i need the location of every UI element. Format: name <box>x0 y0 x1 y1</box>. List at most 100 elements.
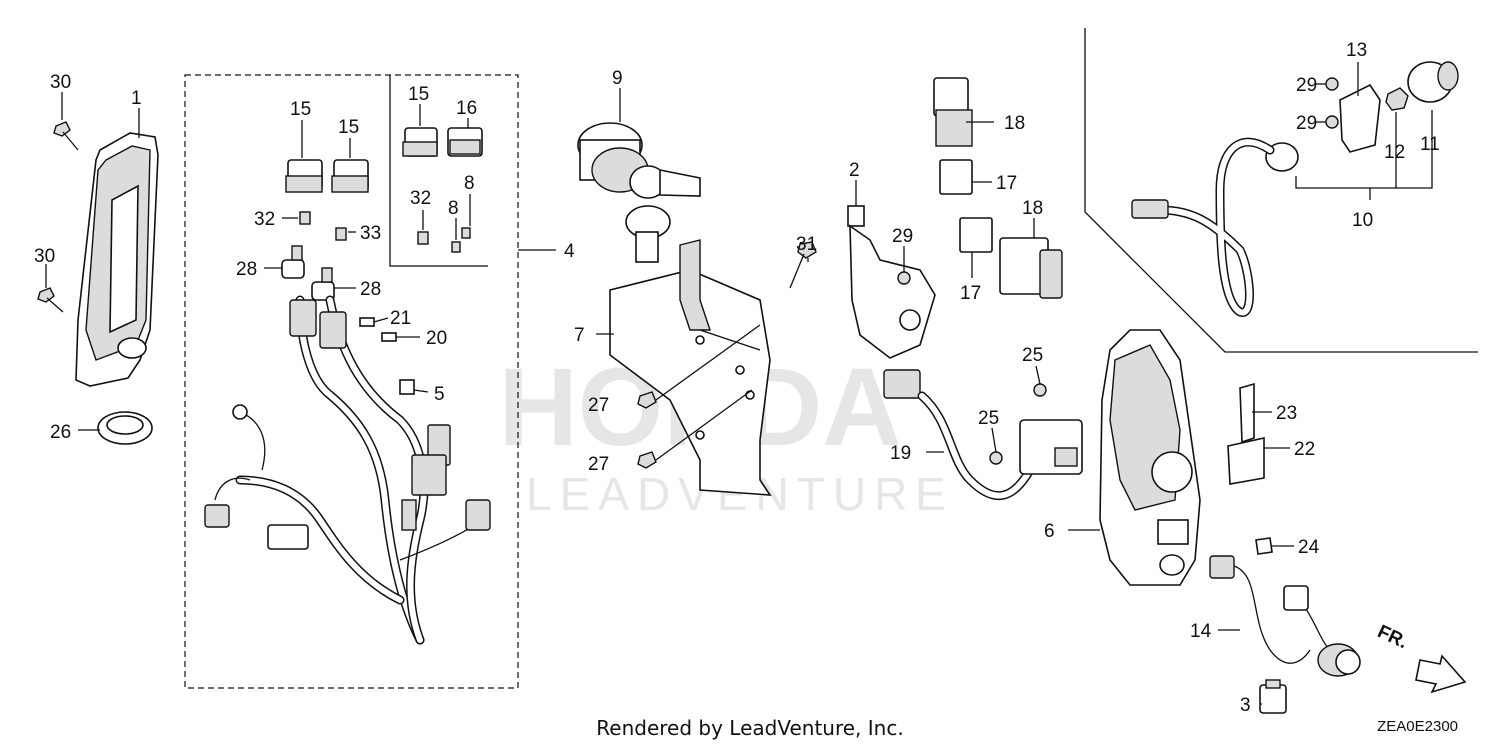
direction-label: FR. <box>1374 621 1411 653</box>
label-30-mid: 30 <box>34 246 55 267</box>
part-18-relay-bottom[interactable] <box>999 237 1063 299</box>
part-6-side-cover[interactable] <box>1099 329 1201 586</box>
part-15-relay-c[interactable] <box>402 127 438 157</box>
part-10-switch-assembly[interactable] <box>1131 137 1299 317</box>
part-8-fuse-a[interactable] <box>451 241 461 253</box>
part-30-bolt-mid[interactable] <box>37 287 64 313</box>
part-32-fuse-b[interactable] <box>417 231 429 245</box>
label-17-top: 17 <box>996 173 1017 194</box>
part-27-bolt-b[interactable] <box>637 451 657 469</box>
part-22-label[interactable] <box>1227 437 1265 485</box>
harness-assembly-box <box>184 74 519 689</box>
part-11-knob[interactable] <box>1407 61 1459 103</box>
label-16: 16 <box>456 98 477 119</box>
part-14-socket-harness[interactable] <box>1209 555 1361 677</box>
footer-credit: Rendered by LeadVenture, Inc. <box>596 716 904 740</box>
part-15-relay-b[interactable] <box>331 159 369 193</box>
part-21-label[interactable] <box>359 317 375 327</box>
label-15-a: 15 <box>290 99 311 120</box>
label-28-b: 28 <box>360 279 381 300</box>
label-26: 26 <box>50 422 71 443</box>
label-24: 24 <box>1298 537 1320 558</box>
main-wire-harness[interactable] <box>204 295 491 645</box>
diagram-code: ZEA0E2300 <box>1377 718 1458 735</box>
part-5-clip[interactable] <box>399 379 415 395</box>
label-29-b: 29 <box>1296 75 1317 96</box>
part-29-screw-c[interactable] <box>1325 115 1339 129</box>
label-17-bottom: 17 <box>960 283 981 304</box>
label-20: 20 <box>426 328 447 349</box>
label-9: 9 <box>612 68 623 89</box>
label-14: 14 <box>1190 621 1212 642</box>
part-28-fuse-holder-b[interactable] <box>311 267 335 301</box>
part-7-bracket[interactable] <box>609 239 772 496</box>
part-16-relay[interactable] <box>447 127 483 157</box>
part-17-relay-top[interactable] <box>939 159 973 195</box>
label-12: 12 <box>1384 142 1405 163</box>
label-23: 23 <box>1276 403 1297 424</box>
label-27-a: 27 <box>588 395 609 416</box>
part-32-fuse-a[interactable] <box>299 211 311 225</box>
label-18-bottom: 18 <box>1022 198 1043 219</box>
part-8-fuse-b[interactable] <box>461 227 471 239</box>
part-13-plate[interactable] <box>1339 83 1381 153</box>
part-18-relay-top[interactable] <box>933 77 973 147</box>
label-31: 31 <box>796 234 817 255</box>
part-9-ignition-switch[interactable] <box>577 122 701 199</box>
part-26-grommet[interactable] <box>97 411 153 445</box>
label-7: 7 <box>574 325 585 346</box>
label-15-c: 15 <box>408 84 429 105</box>
part-30-bolt-top[interactable] <box>53 121 79 151</box>
label-5: 5 <box>434 384 445 405</box>
label-2: 2 <box>849 160 860 181</box>
label-21: 21 <box>390 308 411 329</box>
part-31-bolt[interactable] <box>789 241 817 289</box>
part-25-screw-a[interactable] <box>1033 383 1047 397</box>
label-11: 11 <box>1420 134 1440 155</box>
label-18-top: 18 <box>1004 113 1025 134</box>
leader-lines <box>45 62 1433 705</box>
label-25-b: 25 <box>978 408 999 429</box>
label-29-c: 29 <box>1296 113 1317 134</box>
label-27-b: 27 <box>588 454 609 475</box>
part-1-cover-panel[interactable] <box>75 132 159 387</box>
part-19-sensor-harness[interactable] <box>883 369 1083 501</box>
part-33-fuse[interactable] <box>335 227 347 241</box>
label-3: 3 <box>1240 695 1251 716</box>
front-direction-indicator: FR. <box>1374 621 1467 694</box>
callout-labels: 1 30 30 26 4 15 15 15 16 32 33 32 8 8 28… <box>34 40 1440 716</box>
label-1: 1 <box>131 88 142 109</box>
label-19: 19 <box>890 443 911 464</box>
label-33: 33 <box>360 223 381 244</box>
label-28-a: 28 <box>236 259 257 280</box>
label-22: 22 <box>1294 439 1315 460</box>
part-29-screw-a[interactable] <box>897 271 911 285</box>
label-15-b: 15 <box>338 117 359 138</box>
part-9-key[interactable] <box>625 205 671 263</box>
label-8-b: 8 <box>464 173 475 194</box>
part-29-screw-b[interactable] <box>1325 77 1339 91</box>
part-27-bolt-a[interactable] <box>637 391 657 409</box>
part-23-label[interactable] <box>1239 382 1255 444</box>
label-6: 6 <box>1044 521 1055 542</box>
label-29-a: 29 <box>892 226 913 247</box>
label-8-a: 8 <box>448 198 459 219</box>
label-32-a: 32 <box>254 209 275 230</box>
part-28-fuse-holder-a[interactable] <box>281 245 305 279</box>
label-32-b: 32 <box>410 188 431 209</box>
part-12-nut[interactable] <box>1385 87 1409 111</box>
label-30-top: 30 <box>50 72 71 93</box>
label-25-a: 25 <box>1022 345 1043 366</box>
part-15-relay-a[interactable] <box>285 159 323 193</box>
sub-assembly-divider <box>1084 28 1478 353</box>
part-24-label[interactable] <box>1255 537 1273 555</box>
part-17-relay-bottom[interactable] <box>959 217 993 253</box>
part-2-bracket[interactable] <box>847 205 936 359</box>
part-25-screw-b[interactable] <box>989 451 1003 465</box>
label-4: 4 <box>564 241 575 262</box>
label-10: 10 <box>1352 210 1373 231</box>
part-3-connector[interactable] <box>1259 679 1287 714</box>
part-20-label[interactable] <box>381 332 397 342</box>
label-13: 13 <box>1346 40 1367 61</box>
